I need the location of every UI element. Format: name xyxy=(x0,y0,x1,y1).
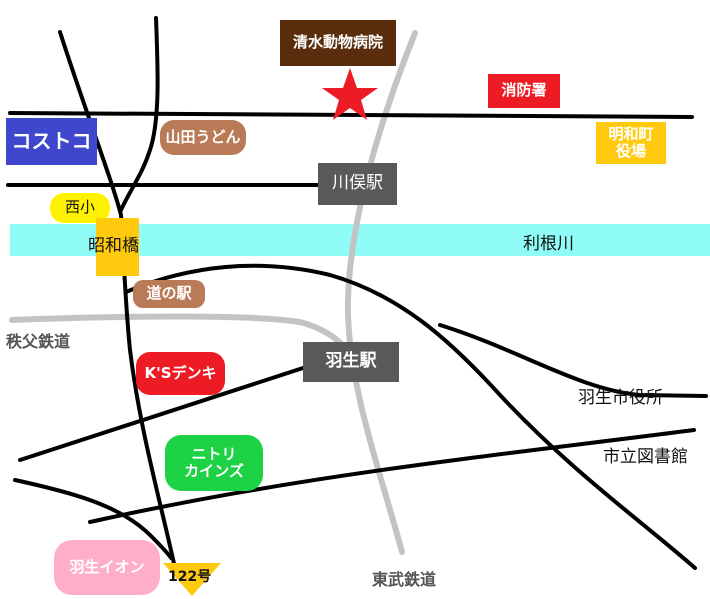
tone-river-label: 利根川 xyxy=(523,234,574,254)
road-arc xyxy=(124,263,697,570)
fire-station-label: 消防署 xyxy=(488,74,560,108)
showa-bridge-label: 昭和橋 xyxy=(88,236,139,256)
city-hall-label: 羽生市役所 xyxy=(578,388,663,408)
nitori-cainz-label: ニトリ カインズ xyxy=(165,435,263,491)
road-south xyxy=(88,428,696,524)
showa-bridge-marker xyxy=(96,218,139,276)
road-southwest-curve xyxy=(13,478,173,560)
hospital-label: 清水動物病院 xyxy=(280,20,396,66)
michi-no-eki-label: 道の駅 xyxy=(133,280,205,308)
hanyu-station-label: 羽生駅 xyxy=(303,342,399,382)
library-label: 市立図書館 xyxy=(603,447,688,467)
road-station-west xyxy=(18,366,305,462)
tobu-railway-label: 東武鉄道 xyxy=(372,570,437,589)
chichibu-railway-line xyxy=(9,313,355,361)
road-north-branch xyxy=(119,16,160,212)
yamada-udon-label: 山田うどん xyxy=(160,120,246,155)
meiwa-town-office-label: 明和町 役場 xyxy=(596,122,666,164)
route-122-label: 122号 xyxy=(168,569,212,585)
chichibu-railway-label: 秩父鉄道 xyxy=(6,332,71,351)
kawamata-station-label: 川俣駅 xyxy=(318,163,397,205)
tobu-railway-line xyxy=(344,30,418,555)
route-122-sign-icon xyxy=(163,563,221,596)
road-east-branch xyxy=(438,323,708,398)
ks-denki-label: K'Sデンキ xyxy=(136,352,225,395)
star-icon xyxy=(322,68,378,120)
hanyu-aeon-label: 羽生イオン xyxy=(54,540,160,595)
road-top-horizontal xyxy=(8,111,694,119)
costco-label: コストコ xyxy=(6,118,97,165)
